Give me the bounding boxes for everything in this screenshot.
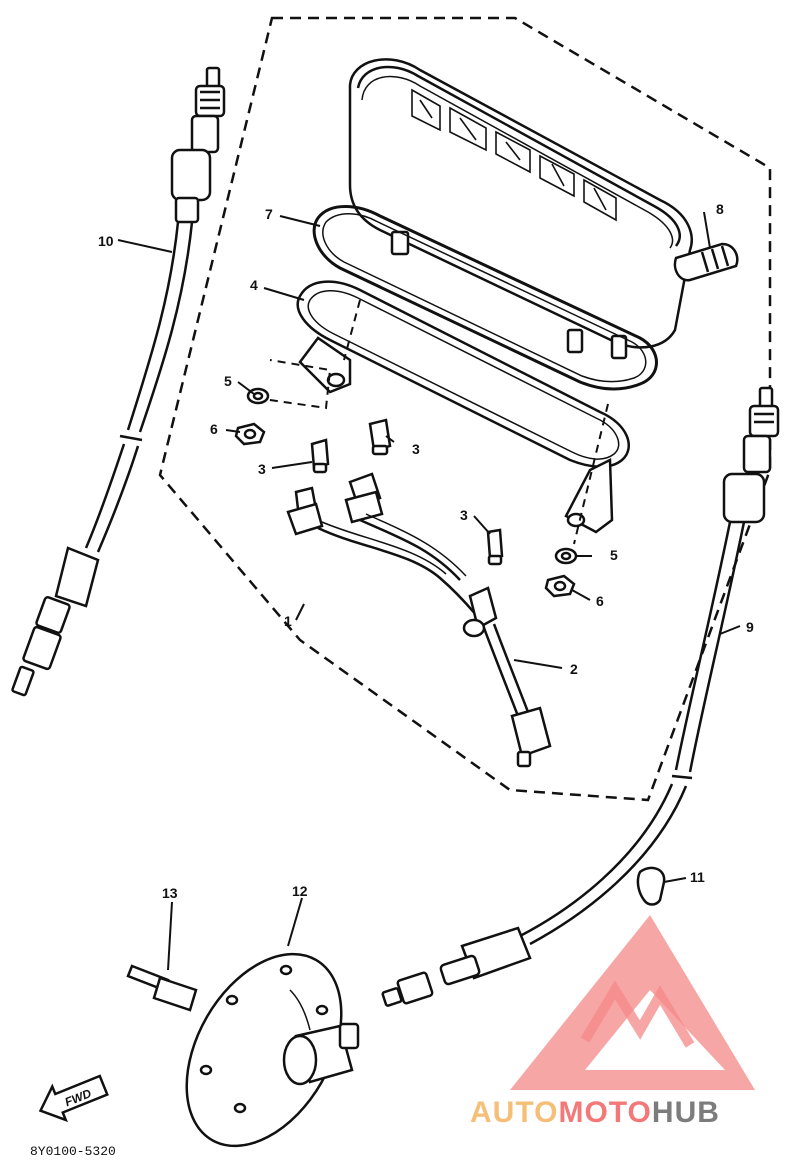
watermark-auto: AUTO [470,1096,558,1129]
watermark-moto: MOTO [558,1096,651,1129]
leader-lines [117,211,741,971]
label-3-mid: 3 [412,441,420,457]
watermark-text: AUTOMOTOHUB [470,1096,720,1129]
label-6-right: 6 [596,593,604,609]
label-12: 12 [292,883,308,899]
label-6-left: 6 [210,421,218,437]
watermark-triangle-icon [510,915,755,1090]
label-8: 8 [716,201,724,217]
label-11: 11 [690,869,705,885]
label-5-right: 5 [610,547,618,563]
drawing-code: 8Y0100-5320 [30,1144,116,1159]
washers-nuts [234,387,578,598]
bulbs-3 [310,418,504,566]
label-1: 1 [284,613,292,629]
cable-10 [11,66,226,697]
gear-unit-12 [185,952,360,1148]
label-10: 10 [98,233,114,249]
label-9: 9 [746,619,754,635]
label-3-left: 3 [258,461,266,477]
gasket-7 [312,205,658,391]
fwd-arrow: FWD [38,1074,109,1123]
pin-13 [126,964,198,1012]
guide-lines [255,299,609,545]
watermark-logo: AUTOMOTOHUB [470,915,755,1129]
label-2: 2 [570,661,578,677]
clip-11 [636,866,666,906]
label-3-right: 3 [460,507,468,523]
watermark-hub: HUB [652,1096,720,1129]
assembly-boundary [158,16,772,802]
speedometer-housing [348,58,739,360]
label-4: 4 [250,277,258,293]
label-5-left: 5 [224,373,232,389]
wire-harness-2 [286,472,552,768]
label-7: 7 [265,206,273,222]
gasket-7-inner [322,213,647,383]
part-labels: 10 7 4 8 5 6 3 3 3 5 6 1 2 9 11 12 13 [98,201,754,901]
cable-9 [381,386,780,1007]
label-13: 13 [162,885,178,901]
watermark-m-icon [580,980,695,1048]
